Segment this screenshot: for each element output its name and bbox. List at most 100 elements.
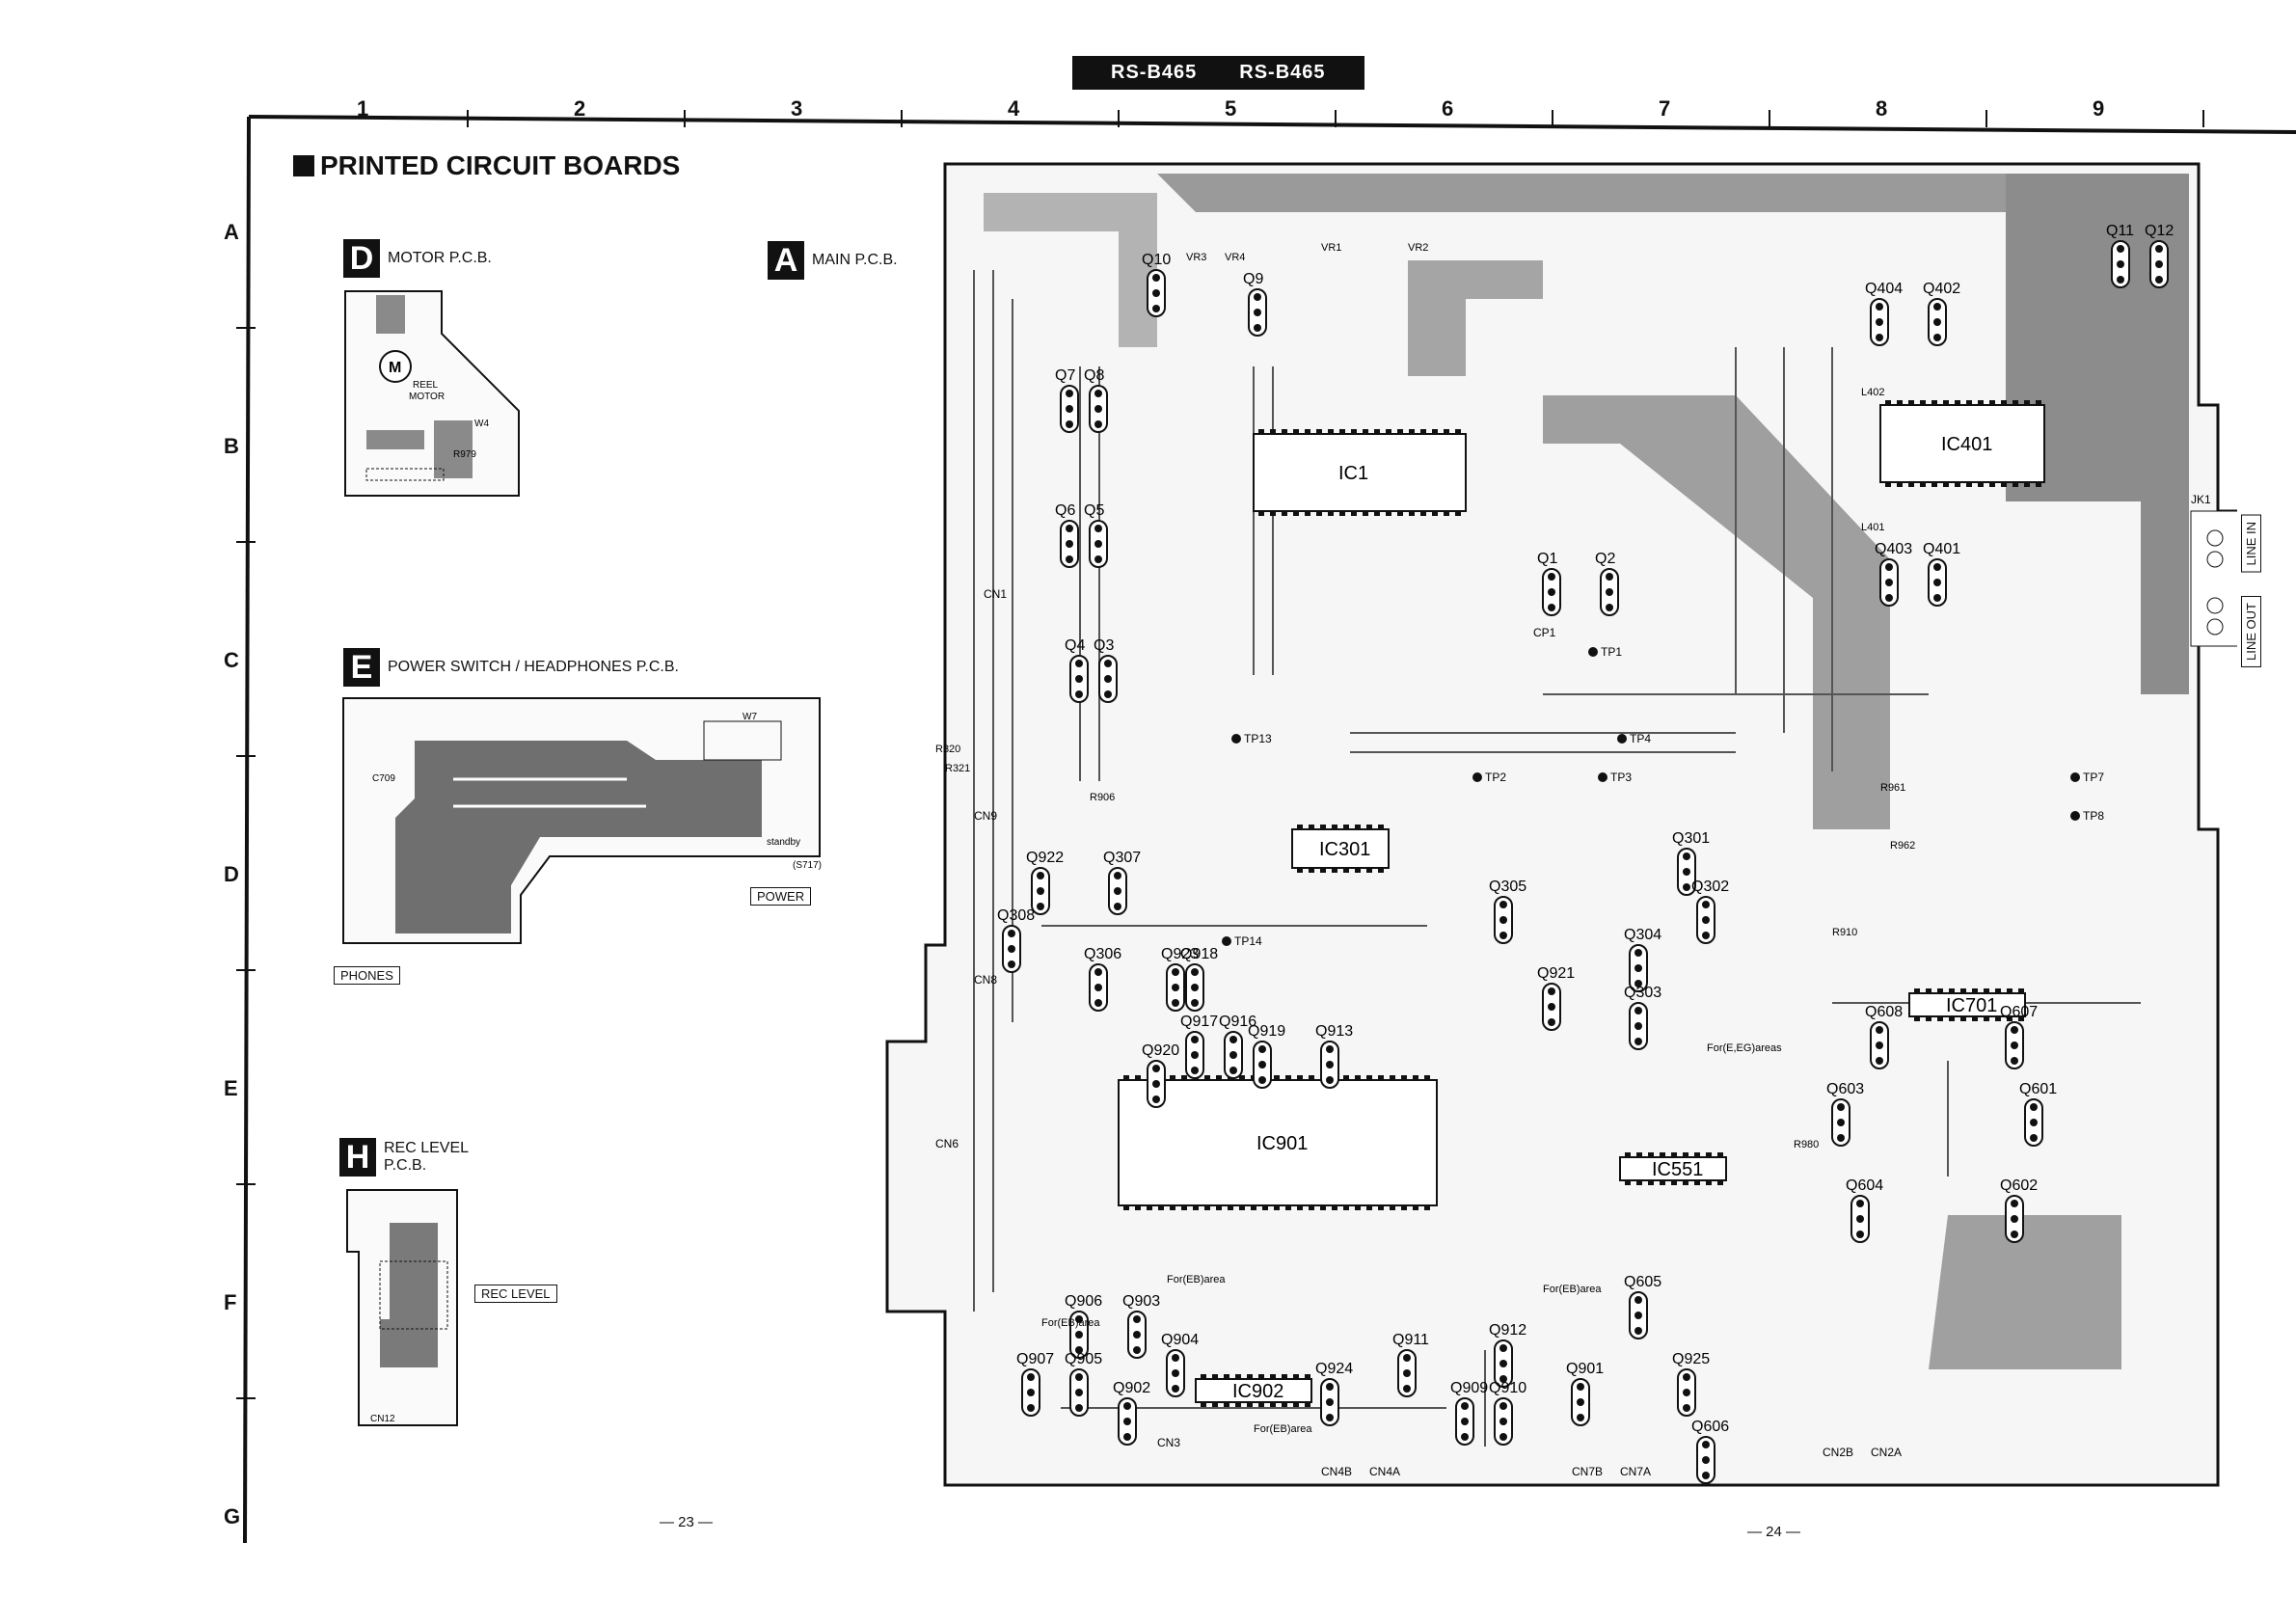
transistor-label: Q916	[1219, 1014, 1256, 1030]
grid-column-7: 7	[1659, 96, 1671, 121]
transistor-label: Q925	[1672, 1351, 1710, 1367]
test-point-dot	[1222, 936, 1231, 946]
grid-column-1: 1	[357, 96, 369, 121]
h-label-cn12: CN12	[370, 1414, 395, 1424]
e-label-w7: W7	[743, 712, 757, 722]
ic-label: IC301	[1319, 839, 1370, 860]
transistor-label: Q402	[1923, 281, 1960, 297]
transistor-label: Q917	[1180, 1014, 1218, 1030]
transistor-label: Q10	[1142, 252, 1171, 268]
board-label-cn1: CN1	[984, 587, 1007, 601]
transistor-q903: Q903	[1122, 1293, 1160, 1359]
board-misc-label: For(EB)area	[1254, 1423, 1312, 1435]
transistor-q606: Q606	[1691, 1419, 1729, 1484]
transistor-label: Q902	[1113, 1380, 1150, 1396]
grid-column-8: 8	[1876, 96, 1888, 121]
transistor-q608: Q608	[1865, 1004, 1903, 1069]
transistor-q604: Q604	[1846, 1177, 1883, 1243]
transistor-q4: Q4	[1065, 637, 1089, 703]
transistor-label: Q608	[1865, 1004, 1903, 1020]
transistor-label: Q306	[1084, 946, 1121, 962]
board-misc-label: VR3	[1186, 252, 1206, 263]
rec-level-label: REC LEVEL	[474, 1285, 557, 1303]
page-title: PRINTED CIRCUIT BOARDS	[293, 150, 680, 181]
transistor-label: Q304	[1624, 927, 1661, 943]
test-point-dot	[1588, 647, 1598, 657]
board-label-tp7: TP7	[2083, 771, 2104, 784]
transistor-q402: Q402	[1923, 281, 1960, 346]
transistor-q923: Q923	[1161, 946, 1199, 1012]
board-misc-label: R980	[1794, 1139, 1819, 1150]
test-point-dot	[2070, 811, 2080, 821]
board-misc-label: For(EB)area	[1543, 1284, 1602, 1295]
transistor-label: Q903	[1122, 1293, 1160, 1310]
grid-row-C: C	[224, 648, 239, 672]
rec-level-pcb-drawing: CN12	[346, 1189, 458, 1426]
transistor-q909: Q909	[1450, 1380, 1488, 1446]
transistor-label: Q303	[1624, 985, 1661, 1001]
board-label-cn6: CN6	[935, 1137, 959, 1150]
transistor-q924: Q924	[1315, 1361, 1353, 1426]
board-h-name: REC LEVEL P.C.B.	[384, 1140, 470, 1174]
transistor-label: Q2	[1595, 551, 1615, 567]
transistor-q6: Q6	[1055, 502, 1079, 568]
transistor-q305: Q305	[1489, 879, 1526, 944]
transistor-q603: Q603	[1826, 1081, 1864, 1147]
transistor-q902: Q902	[1113, 1380, 1150, 1446]
transistor-q921: Q921	[1537, 965, 1575, 1031]
transistor-label: Q301	[1672, 830, 1710, 847]
transistor-q5: Q5	[1084, 502, 1108, 568]
motor-pcb-drawing: M REEL MOTOR R979 W4	[344, 290, 520, 497]
transistor-q906: Q906	[1065, 1293, 1102, 1359]
board-d-header: D MOTOR P.C.B.	[343, 239, 492, 278]
transistor-label: Q308	[997, 907, 1035, 924]
transistor-q916: Q916	[1219, 1014, 1256, 1079]
board-label-tp1: TP1	[1601, 645, 1622, 659]
transistor-q401: Q401	[1923, 541, 1960, 607]
transistor-q917: Q917	[1180, 1014, 1218, 1079]
power-switch-pcb-drawing: W7 C709 standby (S717)	[342, 697, 822, 944]
transistor-q920: Q920	[1142, 1042, 1179, 1108]
transistor-q3: Q3	[1094, 637, 1118, 703]
board-misc-label: R910	[1832, 927, 1857, 938]
board-misc-label: VR1	[1321, 242, 1341, 254]
board-misc-label: For(EB)area	[1041, 1317, 1100, 1329]
board-label-cn3: CN3	[1157, 1436, 1180, 1449]
transistor-label: Q307	[1103, 850, 1141, 866]
board-misc-label: R320	[935, 744, 960, 755]
ic-label: IC701	[1946, 995, 1997, 1016]
grid-column-9: 9	[2093, 96, 2105, 121]
transistor-label: Q923	[1161, 946, 1199, 962]
ic-label: IC401	[1941, 434, 1992, 455]
board-label-tp8: TP8	[2083, 809, 2104, 823]
board-label-cn2a: CN2A	[1871, 1446, 1902, 1459]
model-right: RS-B465	[1239, 62, 1326, 83]
board-label-tp2: TP2	[1485, 771, 1506, 784]
board-h-header: H REC LEVEL P.C.B.	[339, 1138, 469, 1177]
transistor-label: Q602	[2000, 1177, 2038, 1194]
jack-id: JK1	[2191, 493, 2211, 506]
transistor-label: Q904	[1161, 1332, 1199, 1348]
transistor-label: Q909	[1450, 1380, 1488, 1396]
transistor-q12: Q12	[2145, 223, 2174, 288]
transistor-q1: Q1	[1537, 551, 1561, 616]
line-out-label: LINE OUT	[2241, 596, 2261, 667]
board-label-tp3: TP3	[1610, 771, 1632, 784]
transistor-q404: Q404	[1865, 281, 1903, 346]
transistor-label: Q305	[1489, 879, 1526, 895]
transistor-q912: Q912	[1489, 1322, 1526, 1388]
transistor-q11: Q11	[2106, 223, 2134, 288]
ic-label: IC901	[1256, 1133, 1308, 1154]
board-label-cn9: CN9	[974, 809, 997, 823]
transistor-q907: Q907	[1016, 1351, 1054, 1417]
ic-ic901: IC901	[1118, 1075, 1438, 1210]
board-label-cn4a: CN4A	[1369, 1465, 1400, 1478]
transistor-label: Q913	[1315, 1023, 1353, 1040]
board-e-letter: E	[343, 648, 380, 687]
board-label-cn7b: CN7B	[1572, 1465, 1603, 1478]
page-number-left: — 23 —	[660, 1514, 714, 1530]
board-misc-label: VR4	[1225, 252, 1245, 263]
transistor-q306: Q306	[1084, 946, 1121, 1012]
transistor-label: Q922	[1026, 850, 1064, 866]
svg-text:MOTOR: MOTOR	[409, 392, 445, 402]
